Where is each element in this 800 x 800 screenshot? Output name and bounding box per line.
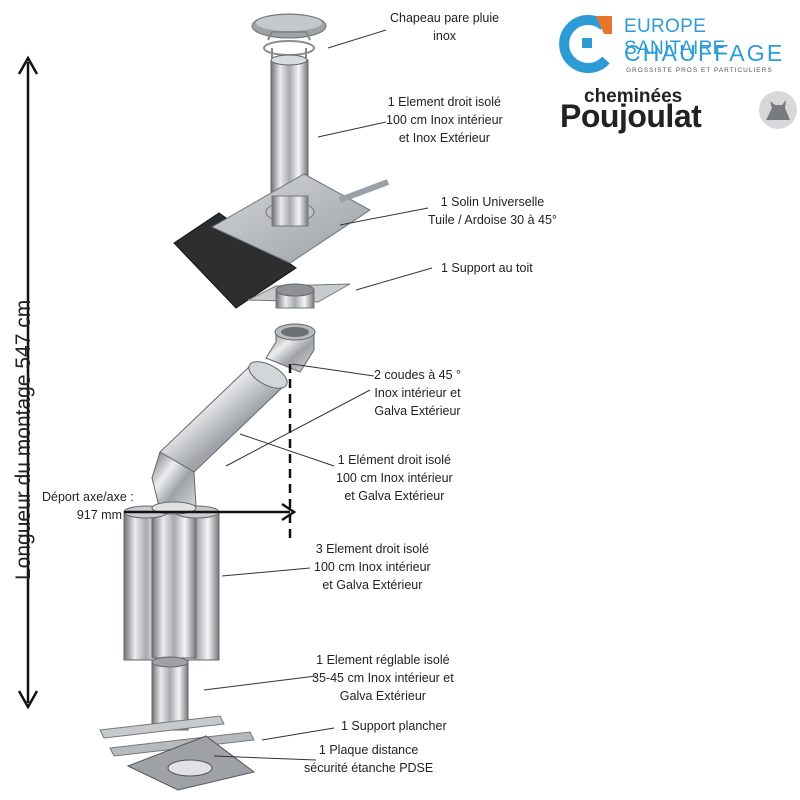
upper-elbow xyxy=(265,323,316,373)
offset-label: Déport axe/axe : 917 mm xyxy=(42,488,134,524)
brand-name-line1: EUROPE SANITAIRE xyxy=(624,16,726,59)
three-straight-pipes xyxy=(123,501,220,661)
brand-name-line2: CHAUFFAGE xyxy=(624,40,785,66)
cat-icon xyxy=(759,91,797,129)
poujoulat-logo: cheminées Poujoulat xyxy=(560,86,800,134)
brand-c-icon xyxy=(559,15,612,73)
roof-flashing xyxy=(173,173,390,309)
poujoulat-top-text: cheminées xyxy=(584,86,683,107)
rain-cap xyxy=(251,13,327,58)
label-rain-cap: Chapeau pare pluie inox xyxy=(390,11,500,43)
label-adjustable-pipe: 1 Element réglable isolé 35-45 cm Inox i… xyxy=(312,653,454,703)
adjustable-pipe xyxy=(151,656,189,731)
offset-indicator xyxy=(124,364,297,540)
safety-plate xyxy=(126,735,256,791)
label-inclined-pipe: 1 Elément droit isolé 100 cm Inox intéri… xyxy=(336,453,453,503)
label-roof-support: 1 Support au toit xyxy=(441,261,533,275)
inclined-pipe xyxy=(159,361,288,473)
offset-label-line1: Déport axe/axe : xyxy=(42,490,134,504)
label-elbows: 2 coudes à 45 ° Inox intérieur et Galva … xyxy=(374,368,462,418)
europe-sanitaire-logo: EUROPE SANITAIRE CHAUFFAGE GROSSISTE PRO… xyxy=(556,10,790,80)
poujoulat-main-text: Poujoulat xyxy=(560,98,702,134)
label-roof-flashing: 1 Solin Universelle Tuile / Ardoise 30 à… xyxy=(428,195,557,227)
roof-support xyxy=(247,283,351,309)
offset-label-line2: 917 mm xyxy=(76,508,122,522)
label-top-straight-pipe: 1 Element droit isolé 100 cm Inox intéri… xyxy=(386,95,503,145)
label-three-straight-pipes: 3 Element droit isolé 100 cm Inox intéri… xyxy=(314,542,431,592)
label-floor-support: 1 Support plancher xyxy=(341,719,447,733)
height-dimension-arrow xyxy=(17,55,39,710)
leader-lines xyxy=(203,29,433,761)
label-safety-plate: 1 Plaque distance sécurité étanche PDSE xyxy=(304,743,434,775)
brand-tagline: GROSSISTE PROS ET PARTICULIERS xyxy=(626,67,773,74)
